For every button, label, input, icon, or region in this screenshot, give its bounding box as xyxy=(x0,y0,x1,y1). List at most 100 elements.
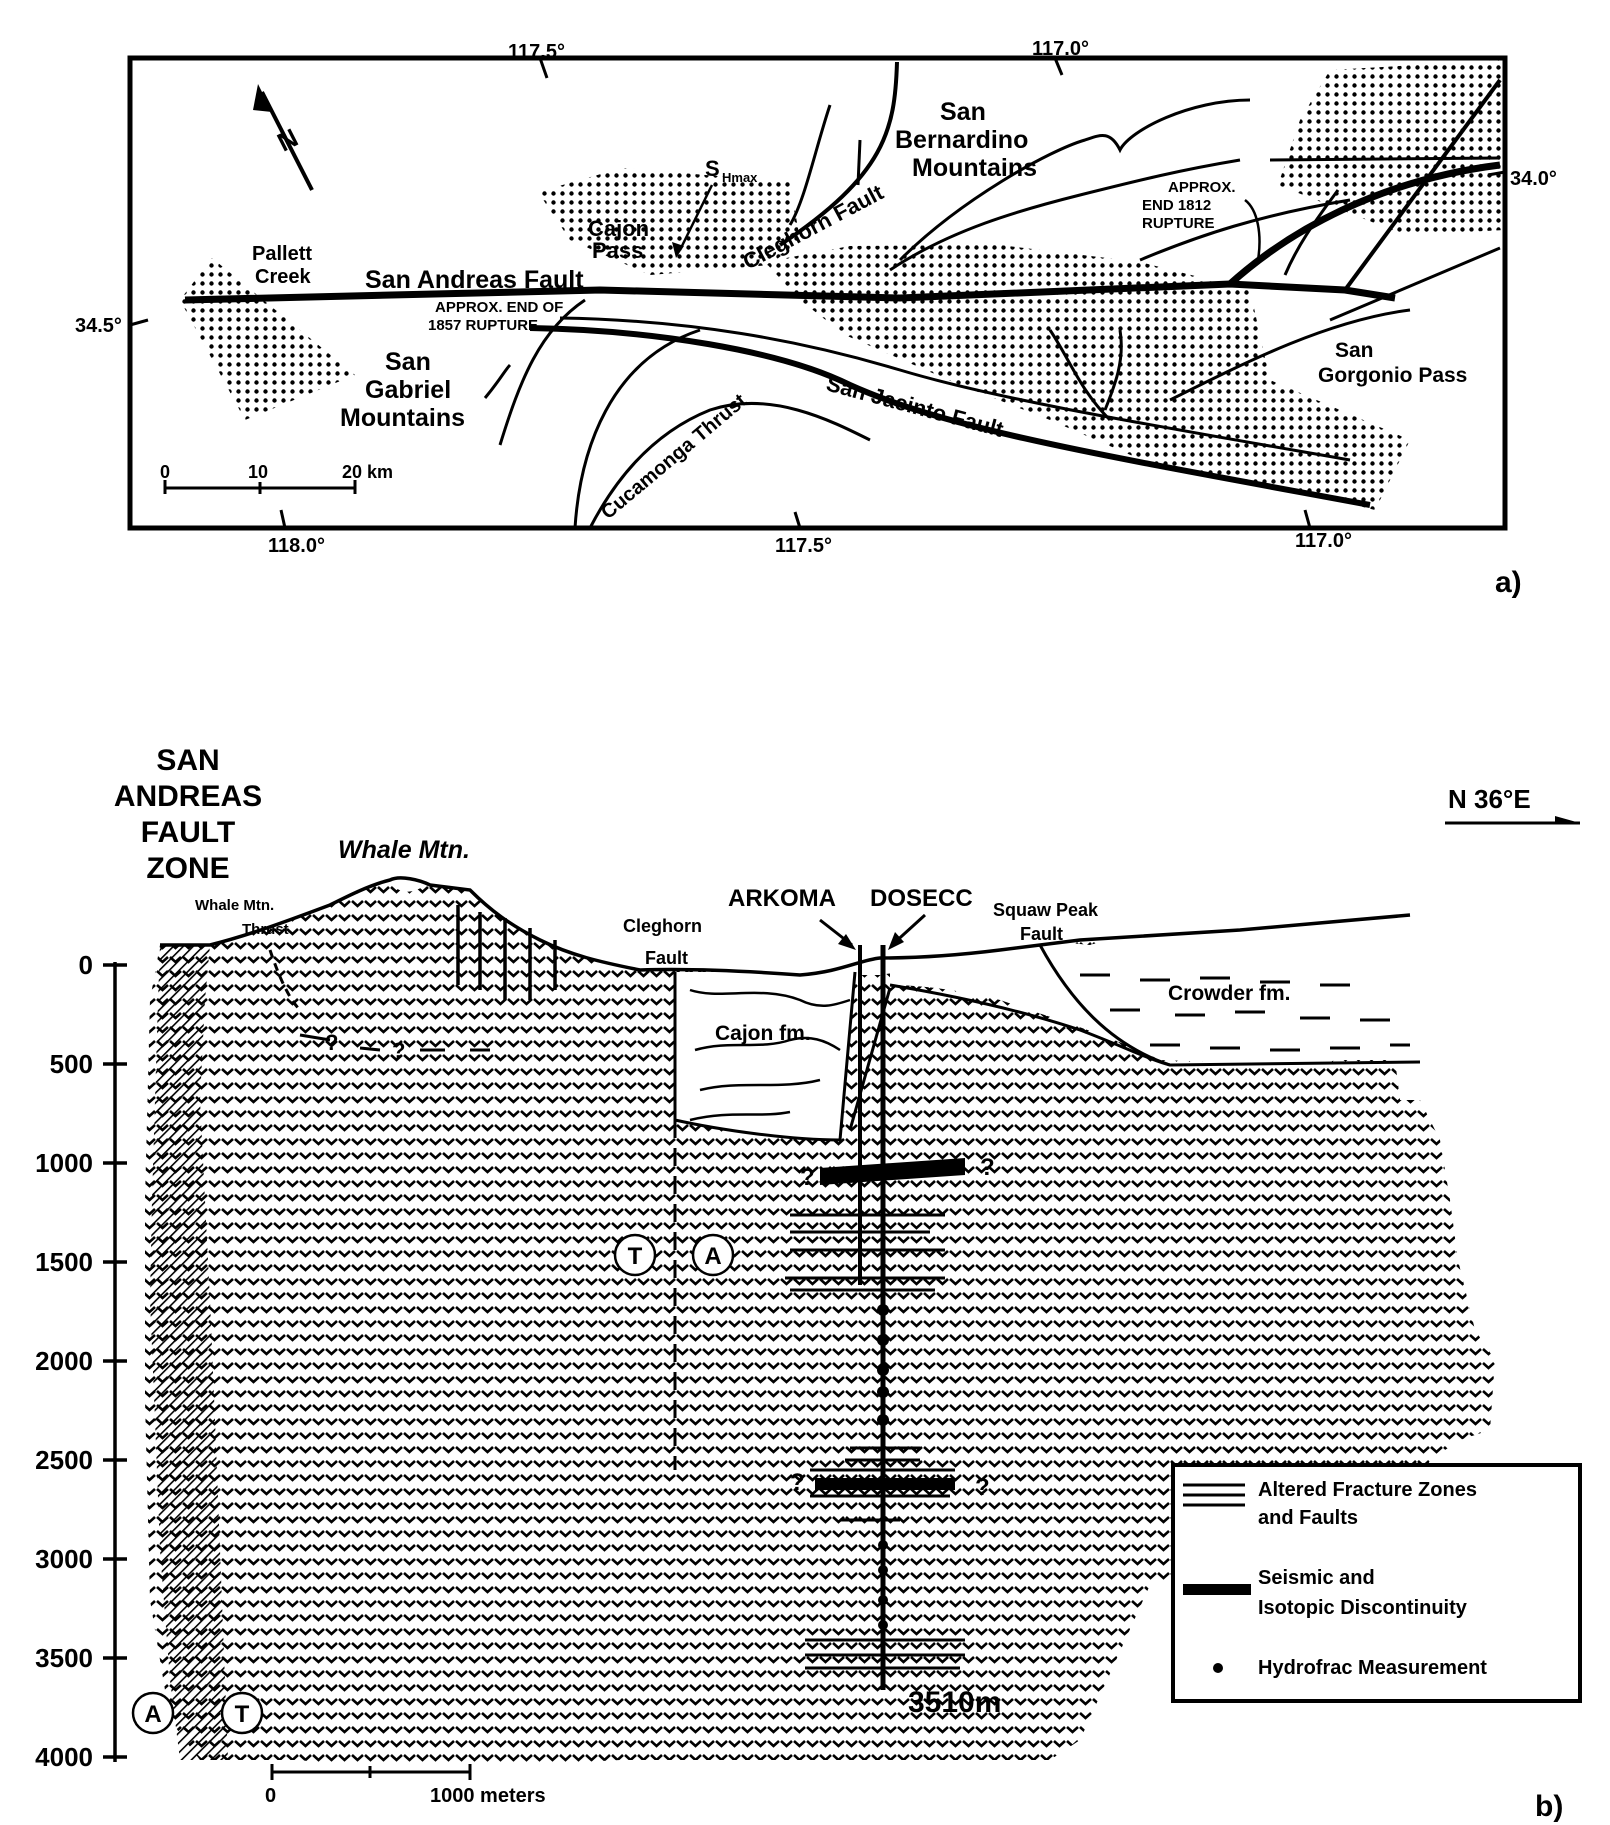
fault-north-4 xyxy=(1269,156,1501,162)
san-jacinto-fault-line xyxy=(529,325,1371,508)
stipple-cajon xyxy=(538,168,800,275)
title-line-2: ANDREAS xyxy=(114,780,262,813)
cleghorn-fault-line xyxy=(778,61,899,247)
legend: Altered Fracture Zones and Faults Seismi… xyxy=(1171,1463,1582,1703)
hydrofrac-dots xyxy=(877,1304,889,1630)
crowder-base xyxy=(889,983,1421,1067)
lon-bottom-3: 117.0° xyxy=(1295,530,1352,552)
fracture-zones xyxy=(785,1213,965,1670)
circle-t-mid: T xyxy=(613,1233,657,1277)
end-1812-2: END 1812 xyxy=(1142,197,1211,214)
lat-left: 34.5° xyxy=(75,315,122,337)
edge-tick xyxy=(129,318,149,327)
cajon-strata-3 xyxy=(699,1078,821,1092)
arkoma-arrowhead xyxy=(838,934,856,950)
san-gabriel-2: Gabriel xyxy=(365,376,451,404)
stipple-ne xyxy=(1278,60,1505,235)
arkoma-label: ARKOMA xyxy=(728,885,836,912)
depth-3510-label: 3510m xyxy=(908,1686,1001,1719)
direction-label: N 36°E xyxy=(1448,784,1531,814)
shmax-sub: Hmax xyxy=(722,170,758,185)
lon-top-2: 117.0° xyxy=(1032,38,1089,60)
legend-fracture-2: and Faults xyxy=(1258,1507,1358,1529)
end-1812-arrow xyxy=(1244,199,1261,261)
depth-tick-label: 0 xyxy=(79,950,93,980)
dosecc-arrowhead xyxy=(888,932,904,950)
fault-n-2 xyxy=(856,139,862,186)
cajon-strata-2 xyxy=(694,1036,841,1052)
svg-text:0: 0 xyxy=(265,1785,276,1807)
edge-tick xyxy=(1053,57,1064,76)
svg-text:A: A xyxy=(144,1701,161,1728)
san-jacinto-branch xyxy=(559,316,1351,462)
cajon-basin-outline xyxy=(673,971,857,1142)
svg-text:N: N xyxy=(272,122,302,157)
title-line-4: ZONE xyxy=(146,852,229,885)
lon-bottom-2: 117.5° xyxy=(775,535,832,557)
shmax-arrowhead xyxy=(672,242,684,258)
end-1812-1: APPROX. xyxy=(1168,179,1236,196)
depth-tick-label: 1000 xyxy=(35,1148,93,1178)
fault-ne-3 xyxy=(1283,189,1340,276)
san-gabriel-3: Mountains xyxy=(340,404,465,432)
question-4: ? xyxy=(975,1474,990,1501)
svg-text:T: T xyxy=(235,1701,250,1728)
edge-tick xyxy=(538,57,549,79)
end-1857-2: 1857 RUPTURE xyxy=(428,317,538,334)
shmax-arrow xyxy=(678,184,714,251)
edge-tick xyxy=(793,511,802,529)
map-frame xyxy=(127,55,1508,531)
cajon-strata-1 xyxy=(689,988,851,1007)
whale-thrust-2: Thrust xyxy=(242,921,289,938)
fault-inner-2 xyxy=(1103,329,1123,411)
cleghorn-label-1: Cleghorn xyxy=(623,916,702,936)
whale-thrust-dash xyxy=(299,1033,490,1052)
legend-seismic-2: Isotopic Discontinuity xyxy=(1258,1597,1468,1619)
end-1812-3: RUPTURE xyxy=(1142,215,1215,232)
cucamonga-label: Cucamonga Thrust xyxy=(597,390,751,524)
basement-rock xyxy=(145,880,1495,1768)
fault-inner-1 xyxy=(1048,329,1112,422)
crowder-wedge xyxy=(890,915,1420,1065)
svg-text:10: 10 xyxy=(248,462,268,482)
panel-a-label: a) xyxy=(1495,566,1522,599)
depth-tick-label: 2500 xyxy=(35,1445,93,1475)
edge-tick xyxy=(1487,170,1506,177)
cajon-fm-label: Cajon fm. xyxy=(715,1022,811,1045)
cucamonga-thrust-line xyxy=(588,401,871,529)
fault-north-2 xyxy=(889,158,1241,272)
san-gorgonio-2: Gorgonio Pass xyxy=(1318,364,1467,387)
depth-tick-label: 500 xyxy=(50,1049,93,1079)
lon-bottom-1: 118.0° xyxy=(268,535,325,557)
depth-tick-label: 3000 xyxy=(35,1544,93,1574)
lat-right: 34.0° xyxy=(1510,168,1557,190)
fault-ne-1 xyxy=(1227,161,1501,287)
map-panel: N 117.5° 117.0° 118.0° 117.5° 117.0° 34.… xyxy=(75,38,1557,599)
fault-se-1 xyxy=(1169,308,1411,402)
fault-sw-1 xyxy=(573,328,701,529)
san-andreas-fault-label: San Andreas Fault xyxy=(365,266,584,294)
legend-hydrofrac: Hydrofrac Measurement xyxy=(1258,1657,1487,1679)
fault-san-gabriel xyxy=(483,363,512,399)
title-line-3: FAULT xyxy=(141,816,235,849)
fault-n-1 xyxy=(788,104,832,226)
cajon-strata-4 xyxy=(689,1110,791,1122)
direction-arrow-icon xyxy=(1555,816,1580,823)
panel-b-label: b) xyxy=(1535,1790,1563,1823)
cajon-label-1: Cajon xyxy=(588,216,649,241)
cross-section-panel: ? ? ? ? ? ? 0500100015002000250030003500… xyxy=(35,744,1582,1823)
legend-seismic-1: Seismic and xyxy=(1258,1567,1375,1589)
san-bernardino-2: Bernardino xyxy=(895,126,1028,154)
depth-tick-label: 1500 xyxy=(35,1247,93,1277)
saf-zone xyxy=(150,945,228,1760)
pallett-label-1: Pallett xyxy=(252,243,312,265)
svg-text:T: T xyxy=(628,1243,643,1270)
section-scale-bar: 0 1000 meters xyxy=(265,1764,546,1807)
edge-tick xyxy=(279,509,287,529)
question-5: ? xyxy=(325,1030,338,1055)
question-2: ? xyxy=(980,1154,995,1181)
fault-north-3 xyxy=(1139,198,1351,262)
whale-mtn-label: Whale Mtn. xyxy=(338,836,470,864)
circle-a-mid: A xyxy=(691,1233,735,1277)
